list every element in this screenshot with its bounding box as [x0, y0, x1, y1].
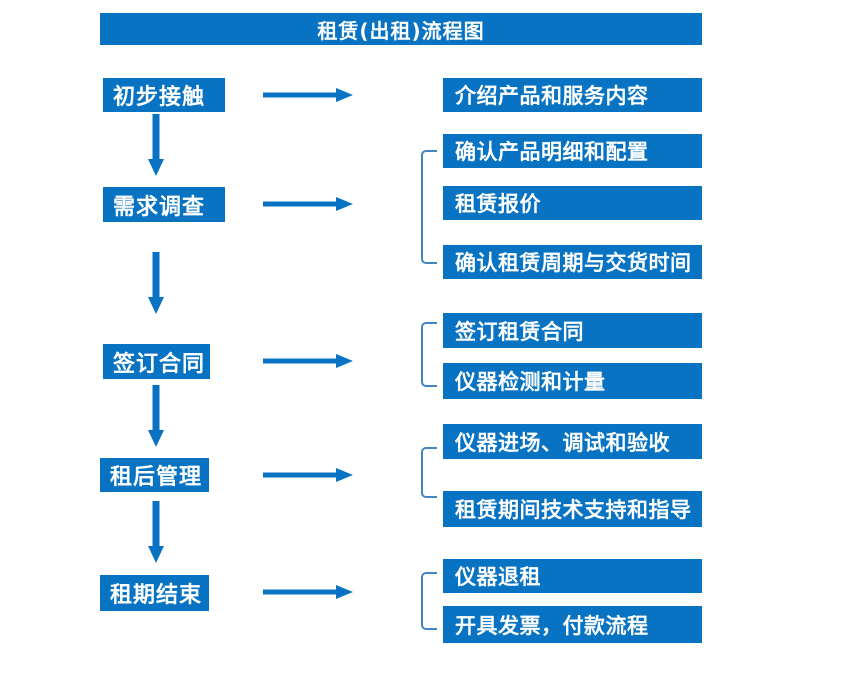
output-box: 仪器退租: [443, 559, 702, 593]
step-box-rental-end: 租期结束: [100, 575, 209, 611]
step-box-demand-survey: 需求调查: [103, 187, 225, 222]
arrow-right-icon: [263, 584, 353, 600]
arrow-down-icon: [147, 385, 165, 447]
output-box: 仪器检测和计量: [443, 363, 702, 399]
output-box: 介绍产品和服务内容: [443, 78, 702, 112]
flowchart-title: 租赁(出租)流程图: [100, 13, 702, 45]
arrow-down-icon: [147, 501, 165, 563]
output-box: 仪器进场、调试和验收: [443, 424, 702, 459]
step-box-initial-contact: 初步接触: [103, 78, 225, 112]
step-box-sign-contract: 签订合同: [103, 344, 210, 379]
output-box: 开具发票，付款流程: [443, 606, 702, 643]
arrow-right-icon: [263, 196, 353, 212]
group-bracket: [421, 150, 437, 264]
arrow-right-icon: [263, 87, 353, 103]
arrow-right-icon: [263, 467, 353, 483]
arrow-down-icon: [147, 252, 165, 314]
group-bracket: [421, 572, 437, 630]
arrow-right-icon: [263, 353, 353, 369]
arrow-down-icon: [147, 114, 165, 176]
output-box: 租赁期间技术支持和指导: [443, 491, 702, 527]
group-bracket: [421, 322, 437, 387]
group-bracket: [421, 447, 437, 498]
output-box: 租赁报价: [443, 186, 702, 220]
output-box: 签订租赁合同: [443, 313, 702, 348]
output-box: 确认租赁周期与交货时间: [443, 245, 702, 279]
step-box-post-rental-management: 租后管理: [100, 458, 209, 492]
output-box: 确认产品明细和配置: [443, 134, 702, 168]
